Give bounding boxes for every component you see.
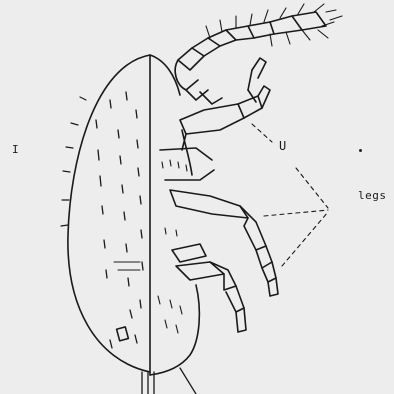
left-bristles bbox=[61, 97, 86, 226]
label-left: I bbox=[12, 144, 19, 155]
antenna bbox=[175, 12, 326, 100]
label-legs: legs bbox=[358, 190, 387, 201]
leg-3 bbox=[172, 244, 246, 332]
pointer-lines bbox=[252, 124, 328, 266]
setae-left-half bbox=[96, 92, 143, 348]
dot-marker bbox=[359, 149, 362, 152]
thorax bbox=[160, 104, 244, 180]
body-outline bbox=[68, 55, 150, 372]
antenna-hairs bbox=[206, 4, 342, 46]
spiracle-box bbox=[117, 327, 129, 341]
label-u: U bbox=[279, 140, 287, 152]
inner-marks bbox=[158, 160, 187, 333]
